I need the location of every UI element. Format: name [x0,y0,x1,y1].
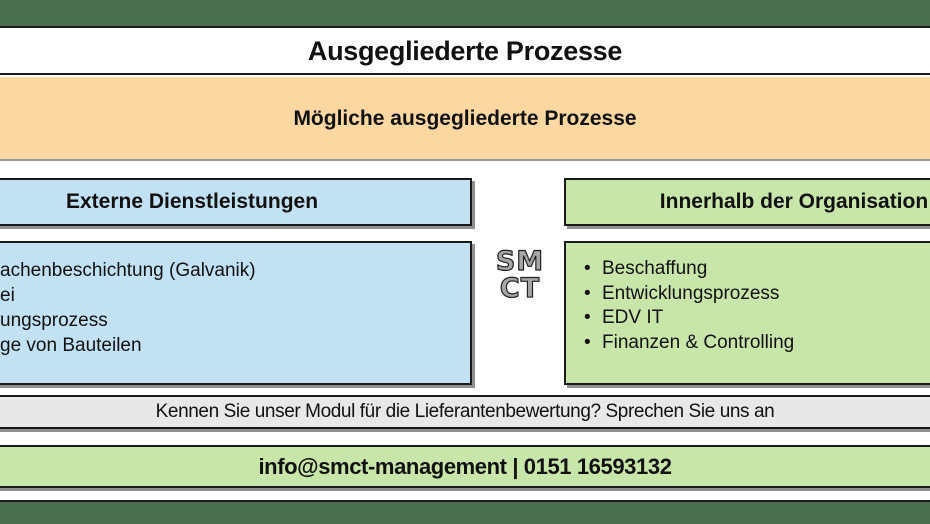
subtitle-banner: Mögliche ausgegliederte Prozesse [0,77,930,161]
list-item: • Finanzen & Controlling [584,331,930,356]
list-item-label: Beschaffung [602,258,708,279]
top-accent-bar [0,0,930,28]
cta-banner: Kennen Sie unser Modul für die Lieferant… [0,395,930,429]
smct-logo: SM CT [490,246,550,304]
list-item: ge von Bauteilen [0,335,142,356]
internal-organisation-list: • Beschaffung • Entwicklungsprozess • EDV I… [564,241,930,385]
bullet-icon: • [584,331,591,353]
list-item: achenbeschichtung (Galvanik) [0,260,256,281]
internal-organisation-header: Innerhalb der Organisation [564,178,930,226]
bullet-icon: • [584,307,591,328]
list-item: • Beschaffung [584,257,930,282]
smct-logo-top: SM [495,246,545,277]
smct-logo-bottom: CT [499,273,541,304]
external-services-list: achenbeschichtung (Galvanik) ei ungsproz… [0,241,472,385]
list-item: ungsprozess [0,310,108,331]
list-item-label: EDV IT [602,307,664,328]
bottom-accent-bar [0,500,930,524]
external-services-header: Externe Dienstleistungen [0,178,472,226]
list-item: • Entwicklungsprozess [584,282,930,307]
list-item: • EDV IT [584,306,930,331]
bullet-icon: • [584,282,591,304]
list-item-label: Finanzen & Controlling [602,331,795,353]
list-item-label: Entwicklungsprozess [602,282,780,304]
list-item: ei [0,285,15,306]
page-title: Ausgegliederte Prozesse [0,30,930,75]
contact-info: info@smct-management | 0151 16593132 [0,445,930,488]
bullet-icon: • [584,258,591,279]
